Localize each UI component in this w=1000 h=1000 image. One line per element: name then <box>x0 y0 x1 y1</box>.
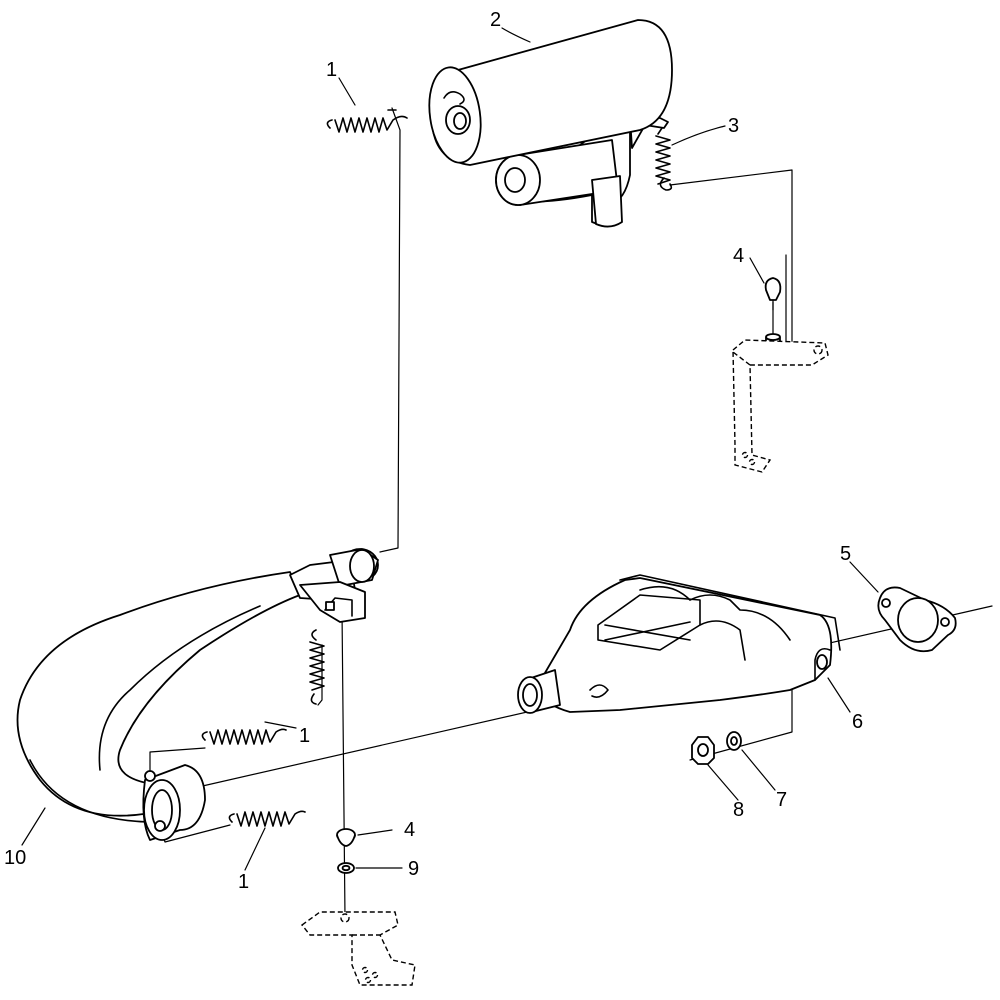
callout-7: 7 <box>776 789 787 811</box>
grommet-icon <box>764 277 782 311</box>
callout-1-bottom: 1 <box>238 871 249 893</box>
muffler-icon <box>428 19 673 228</box>
callout-10: 10 <box>4 847 26 869</box>
leader-manifold-to-nut <box>689 679 793 761</box>
leader-muffler-to-pipe <box>379 107 401 553</box>
leader-spring3-to-bracket <box>669 169 793 351</box>
spring-icon <box>201 728 287 745</box>
spring-icon <box>655 127 673 191</box>
exhaust-pipe-icon <box>16 548 379 841</box>
callout-9: 9 <box>408 858 419 880</box>
bracket-icon <box>732 339 829 473</box>
assembly-lines <box>149 107 993 919</box>
washer-icon <box>726 731 742 751</box>
callout-4-top: 4 <box>733 245 744 267</box>
gasket-icon <box>877 586 957 653</box>
callout-6: 6 <box>852 711 863 733</box>
callout-leaders <box>21 27 879 871</box>
callout-3: 3 <box>728 115 739 137</box>
callout-1-top: 1 <box>326 59 337 81</box>
manifold-icon <box>517 574 841 714</box>
nut-icon <box>691 736 715 765</box>
callout-2: 2 <box>490 9 501 31</box>
callout-4-bottom: 4 <box>404 819 415 841</box>
spring-icon <box>326 109 408 133</box>
grommet-icon <box>336 828 356 847</box>
spring-icon <box>309 629 325 705</box>
bracket-icon <box>300 911 416 986</box>
washer-icon <box>337 862 355 874</box>
callout-8: 8 <box>733 799 744 821</box>
callout-1-mid: 1 <box>299 725 310 747</box>
callouts: 1 2 3 4 5 6 7 8 1 1 4 9 10 <box>4 9 863 893</box>
callout-5: 5 <box>840 543 851 565</box>
spring-icon <box>228 810 306 827</box>
